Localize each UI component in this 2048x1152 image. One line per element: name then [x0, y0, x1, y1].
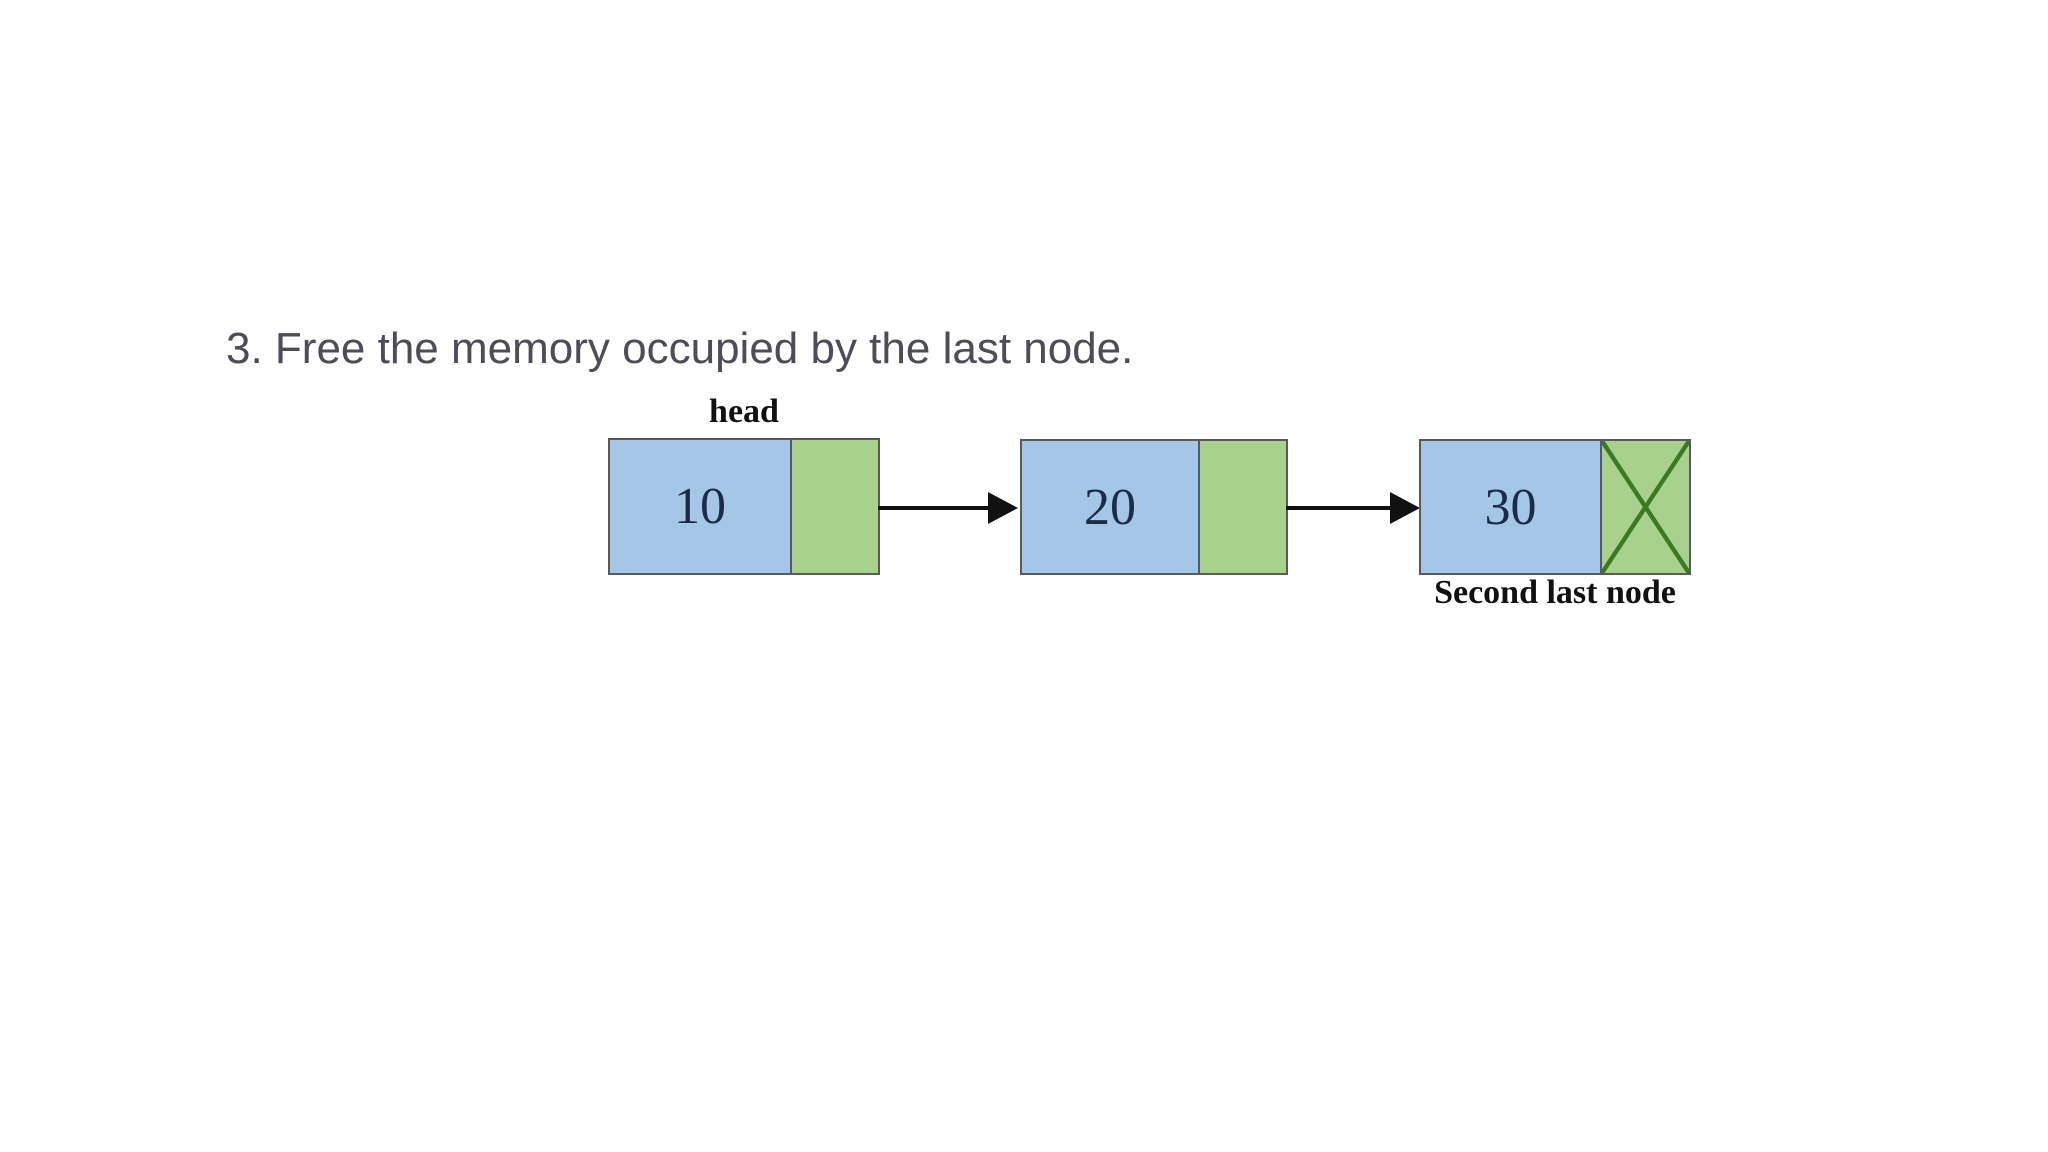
node-1-data-cell: 10 — [610, 440, 792, 573]
freed-pointer-x-icon — [1602, 441, 1689, 573]
node-3-data-cell: 30 — [1421, 441, 1602, 573]
second-last-node-label: Second last node — [1434, 574, 1676, 611]
arrow-head-icon — [1390, 492, 1420, 524]
node-2-data-cell: 20 — [1022, 441, 1200, 573]
arrow-shaft — [1286, 506, 1392, 510]
list-node-2: 20 — [1020, 439, 1288, 575]
node-3-next-cell — [1602, 441, 1689, 573]
head-pointer-label: head — [709, 393, 779, 430]
list-node-1: 10 — [608, 438, 880, 575]
node-1-next-cell — [792, 440, 878, 573]
node-2-next-cell — [1200, 441, 1286, 573]
arrow-head-icon — [988, 492, 1018, 524]
arrow-shaft — [878, 506, 992, 510]
step-caption: 3. Free the memory occupied by the last … — [226, 324, 1134, 373]
list-node-3: 30 — [1419, 439, 1691, 575]
